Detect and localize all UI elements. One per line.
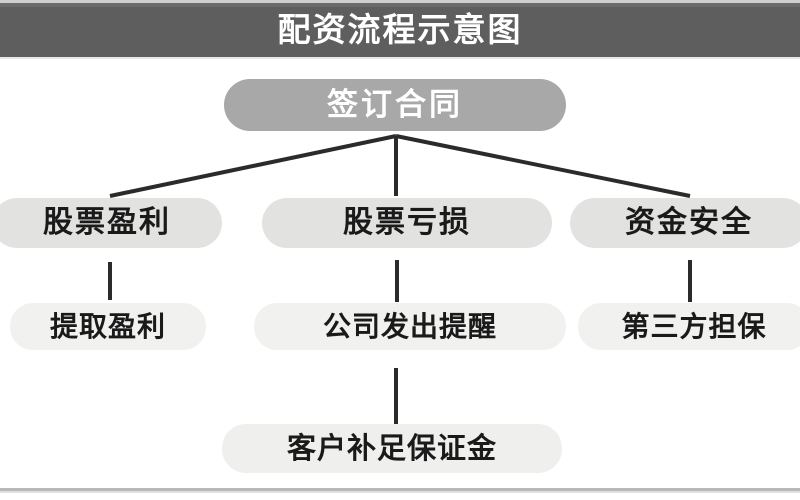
edge-root-to-safety	[395, 134, 691, 198]
node-sign-contract[interactable]: 签订合同	[224, 79, 566, 131]
node-company-notice[interactable]: 公司发出提醒	[254, 303, 566, 350]
title-banner: 配资流程示意图	[0, 3, 800, 57]
node-sign-contract-label: 签订合同	[327, 86, 463, 123]
edge-root-to-profit	[109, 134, 397, 198]
node-withdraw-profit-label: 提取盈利	[49, 309, 166, 343]
node-fund-safety[interactable]: 资金安全	[570, 198, 800, 248]
node-fund-safety-label: 资金安全	[625, 205, 753, 240]
node-stock-loss-label: 股票亏损	[343, 205, 471, 240]
node-stock-profit[interactable]: 股票盈利	[0, 198, 222, 248]
title-banner-highlight	[0, 3, 800, 7]
footer-divider	[0, 488, 800, 491]
node-client-margin-topup-label: 客户补足保证金	[286, 431, 497, 465]
page-title: 配资流程示意图	[277, 10, 523, 49]
node-withdraw-profit[interactable]: 提取盈利	[10, 303, 206, 350]
node-third-party-guarantee-label: 第三方担保	[621, 309, 767, 343]
top-hairline-divider	[0, 0, 800, 3]
node-client-margin-topup[interactable]: 客户补足保证金	[222, 424, 562, 473]
node-stock-loss[interactable]: 股票亏损	[262, 198, 552, 248]
footer-divider-shadow	[0, 491, 800, 493]
banner-bottom-edge	[0, 57, 800, 59]
node-stock-profit-label: 股票盈利	[43, 205, 171, 240]
node-company-notice-label: 公司发出提醒	[322, 309, 497, 343]
node-third-party-guarantee[interactable]: 第三方担保	[578, 303, 800, 350]
